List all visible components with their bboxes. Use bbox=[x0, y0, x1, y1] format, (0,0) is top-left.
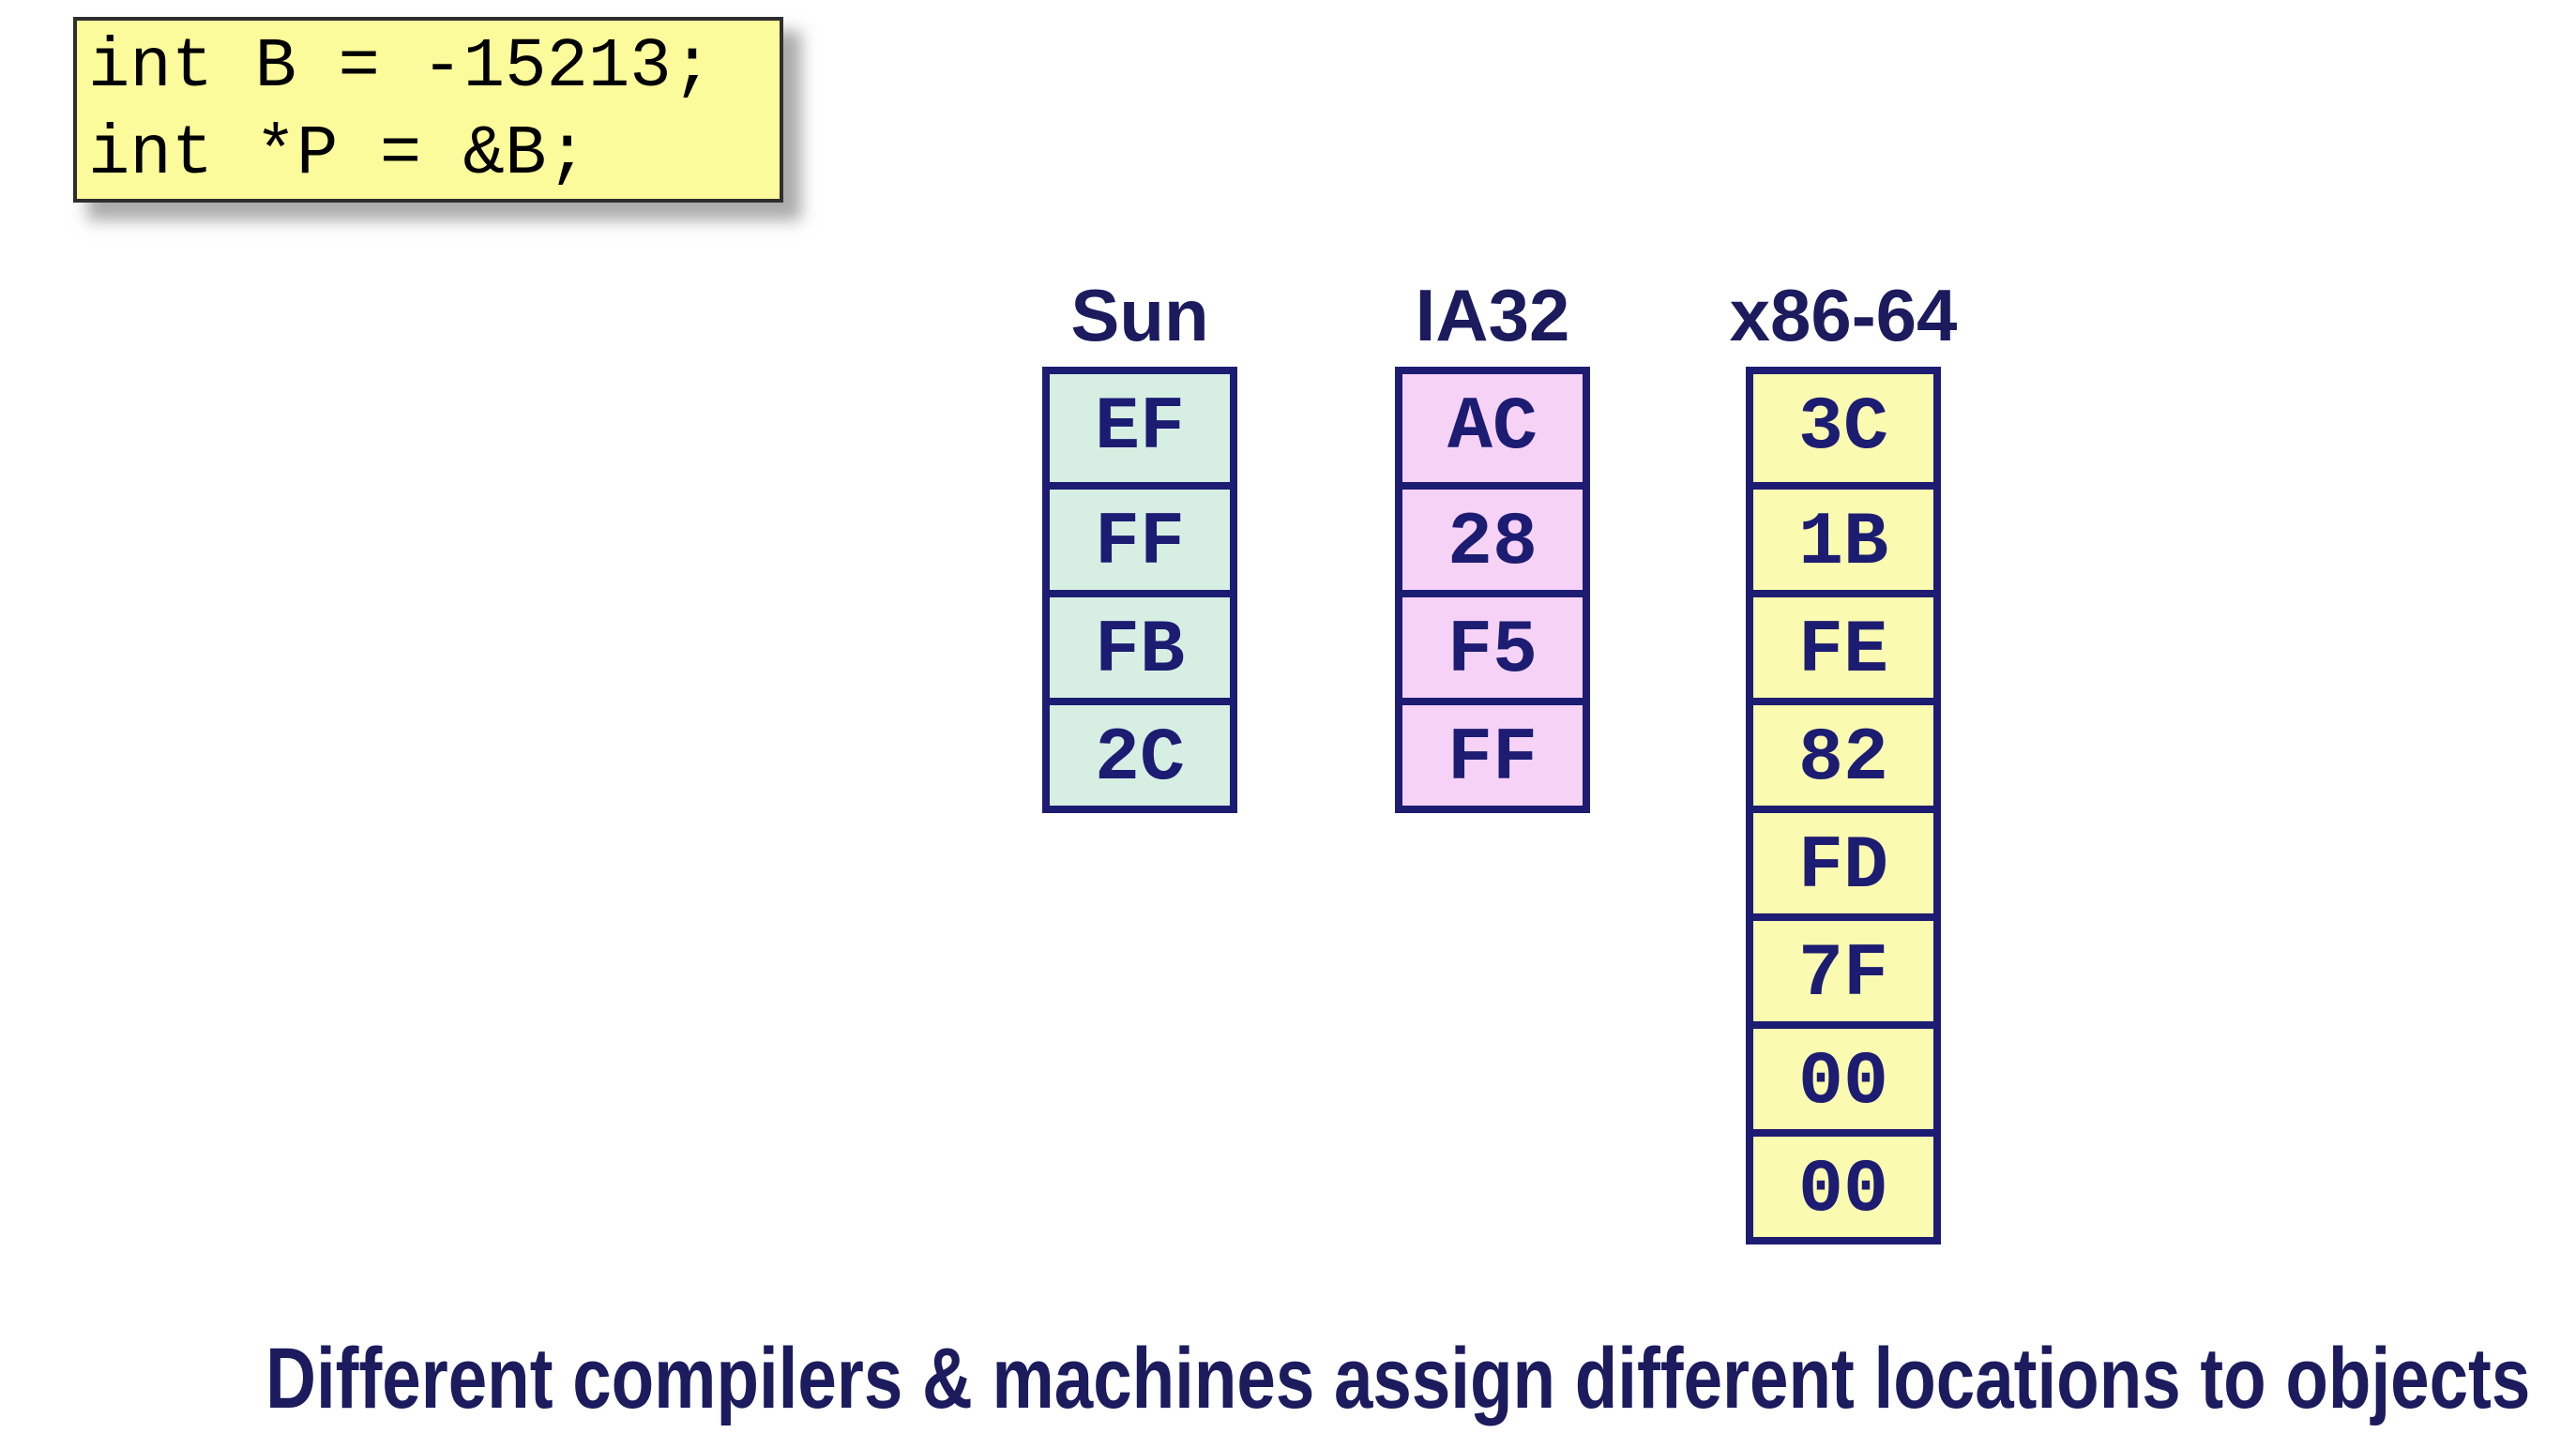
byte-cell-ia32-3: FF bbox=[1402, 698, 1583, 806]
byte-cell-x86-64-7: 00 bbox=[1753, 1129, 1933, 1237]
code-snippet-box: int B = -15213; int *P = &B; bbox=[73, 17, 783, 203]
byte-cell-x86-64-5: 7F bbox=[1753, 913, 1933, 1021]
code-line-2: int *P = &B; bbox=[88, 115, 588, 194]
column-header-sun: Sun bbox=[1070, 274, 1209, 356]
byte-cell-sun-2: FB bbox=[1050, 590, 1230, 698]
byte-cell-ia32-0: AC bbox=[1402, 374, 1583, 482]
caption-text: Different compilers & machines assign di… bbox=[265, 1331, 2531, 1426]
column-header-x86-64: x86-64 bbox=[1729, 274, 1958, 356]
byte-cell-x86-64-2: FE bbox=[1753, 590, 1933, 698]
byte-cell-x86-64-1: 1B bbox=[1753, 482, 1933, 590]
byte-cell-x86-64-4: FD bbox=[1753, 806, 1933, 913]
byte-cell-sun-1: FF bbox=[1050, 482, 1230, 590]
byte-cell-sun-3: 2C bbox=[1050, 698, 1230, 806]
byte-cell-x86-64-6: 00 bbox=[1753, 1021, 1933, 1129]
byte-cell-x86-64-3: 82 bbox=[1753, 698, 1933, 806]
caption: Different compilers & machines assign di… bbox=[0, 1326, 2576, 1431]
column-header-ia32: IA32 bbox=[1415, 274, 1570, 356]
byte-cell-sun-0: EF bbox=[1050, 374, 1230, 482]
code-line-1: int B = -15213; bbox=[88, 28, 714, 107]
byte-cell-ia32-1: 28 bbox=[1402, 482, 1583, 590]
byte-cell-x86-64-0: 3C bbox=[1753, 374, 1933, 482]
byte-cell-ia32-2: F5 bbox=[1402, 590, 1583, 698]
